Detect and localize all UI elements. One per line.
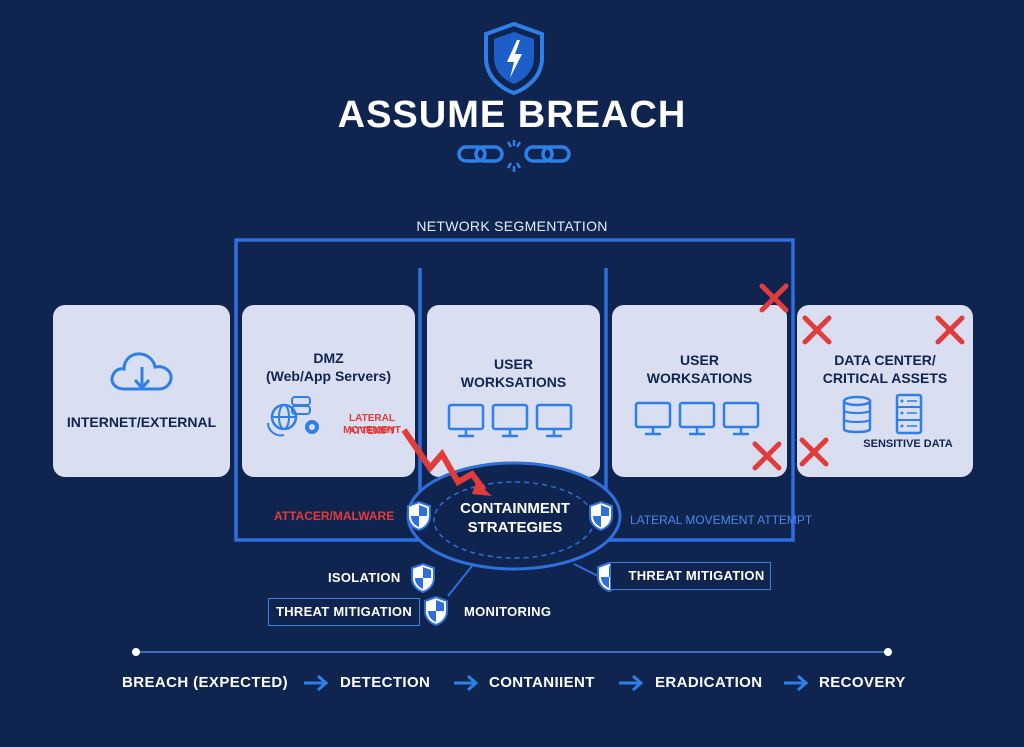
users2-sublabel: WORKSATIONS — [646, 370, 753, 386]
sensitive-data-label: SENSITIVE DATA — [863, 438, 953, 450]
shield-check-icon — [411, 563, 435, 593]
dmz-panel: DMZ (Web/App Servers) LATERAL MOVEMENT A… — [242, 305, 415, 477]
arrow-right-icon — [304, 674, 329, 692]
monitor-icon — [491, 403, 529, 438]
internet-panel: INTERNET/EXTERNAL — [53, 305, 230, 477]
database-icon — [842, 395, 872, 434]
attacker-label: ATTACER/MALWARE — [274, 509, 395, 523]
broken-chain-icon — [457, 140, 571, 172]
timeline-line — [132, 648, 892, 656]
users1-sublabel: WORKSATIONS — [460, 374, 567, 390]
server-rack-icon — [895, 393, 923, 435]
shield-check-icon — [424, 596, 448, 626]
monitor-icon — [447, 403, 485, 438]
threat-mitigation-right-label: THREAT MITIGATION — [610, 562, 771, 590]
datacenter-label: DATA CENTER/ — [834, 352, 936, 368]
server-globe-gear-icon — [267, 396, 319, 437]
user-workstations-panel-1: USER WORKSATIONS — [427, 305, 600, 477]
monitoring-label: MONITORING — [464, 604, 552, 619]
flow-step-breach: BREACH (EXPECTED) — [122, 674, 288, 691]
internet-label: INTERNET/EXTERNAL — [66, 414, 217, 430]
lightning-bolt-icon — [401, 428, 492, 496]
flow-step-containment: CONTANIIENT — [489, 674, 595, 691]
network-segmentation-label: NETWORK SEGMENTATION — [416, 218, 608, 234]
lateral-movement-attempt-label: LATERAL MOVEMENT ATTEMPT — [630, 513, 813, 527]
flow-step-recovery: RECOVERY — [819, 674, 906, 691]
dmz-sublabel: (Web/App Servers) — [266, 368, 391, 384]
shield-check-icon — [589, 501, 613, 531]
red-x-icon — [935, 315, 965, 345]
containment-subtitle: STRATEGIES — [467, 519, 563, 536]
dmz-label: DMZ — [313, 350, 344, 366]
monitor-icon — [634, 401, 672, 436]
page-title: ASSUME BREACH — [337, 94, 687, 136]
users1-label: USER — [494, 356, 533, 372]
red-x-icon — [759, 283, 789, 313]
shield-check-icon — [407, 501, 431, 531]
datacenter-sublabel: CRITICAL ASSETS — [822, 370, 948, 386]
threat-mitigation-left-label: THREAT MITIGATION — [268, 598, 420, 626]
red-x-icon — [802, 315, 832, 345]
flow-step-detection: DETECTION — [340, 674, 431, 691]
red-x-icon — [752, 441, 782, 471]
containment-title: CONTAINMENT — [460, 500, 570, 517]
lateral-movement-sublabel: ATTEMPT — [348, 426, 396, 437]
isolation-label: ISOLATION — [328, 570, 401, 585]
monitor-icon — [535, 403, 573, 438]
monitor-icon — [722, 401, 760, 436]
red-x-icon — [799, 437, 829, 467]
arrow-right-icon — [784, 674, 809, 692]
monitor-icon — [678, 401, 716, 436]
arrow-right-icon — [454, 674, 479, 692]
lateral-movement-label: LATERAL MOVEMENT — [343, 413, 401, 436]
arrow-right-icon — [619, 674, 644, 692]
cloud-download-icon — [110, 352, 173, 391]
flow-step-eradication: ERADICATION — [655, 674, 763, 691]
users2-label: USER — [680, 352, 719, 368]
shield-lightning-icon — [484, 21, 544, 96]
